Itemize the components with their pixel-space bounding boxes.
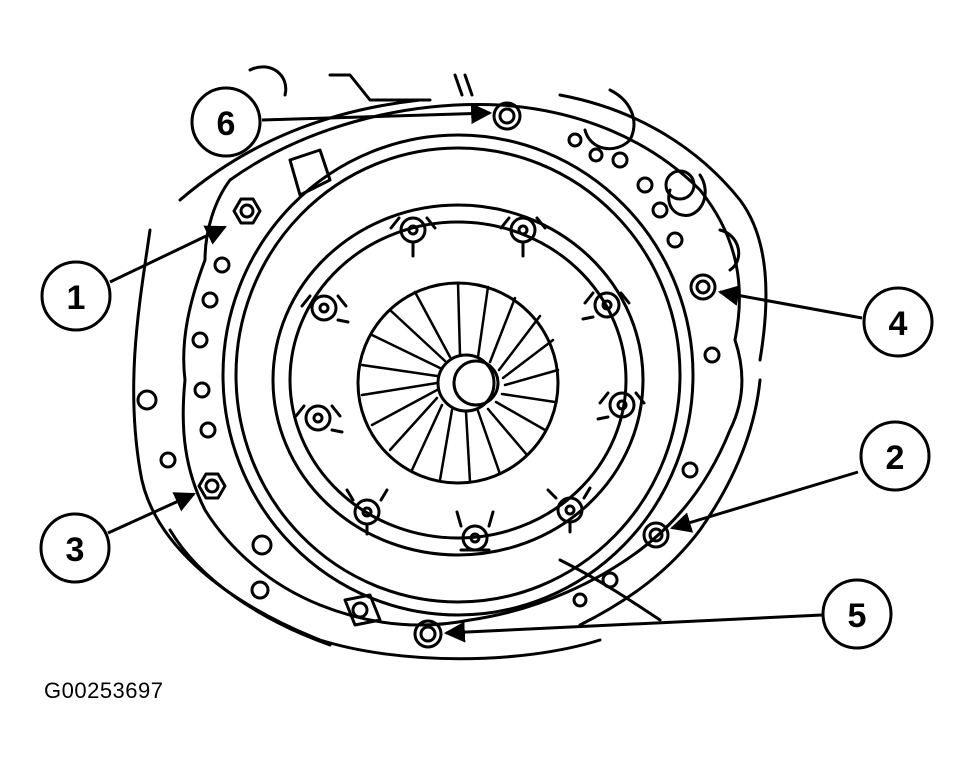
bolt-5 — [413, 619, 443, 649]
callout-4-label: 4 — [889, 305, 908, 343]
diaphragm-spring — [356, 281, 560, 485]
callout-4: 4 — [862, 286, 934, 358]
spring-tabs — [294, 216, 646, 552]
bolt-6 — [492, 101, 522, 131]
flywheel-housing — [132, 65, 768, 661]
bolt-3 — [197, 472, 227, 500]
callout-1-label: 1 — [67, 279, 86, 317]
callout-3-label: 3 — [66, 531, 85, 569]
bolt-2 — [642, 521, 670, 549]
callout-2: 2 — [859, 420, 931, 492]
bolt-1 — [232, 197, 262, 225]
arrow-5 — [443, 613, 823, 643]
arrow-3 — [107, 492, 196, 535]
pressure-plate-cover — [221, 133, 695, 617]
callout-5: 5 — [821, 578, 893, 650]
callout-1: 1 — [40, 260, 112, 332]
bolts — [197, 101, 717, 649]
pressure-plate-flange — [136, 102, 744, 627]
arrow-1 — [109, 225, 227, 284]
callouts: 1 2 3 4 5 6 — [39, 86, 934, 650]
callout-2-label: 2 — [886, 439, 905, 477]
callout-3: 3 — [39, 512, 111, 584]
figure-id: G00253697 — [44, 678, 164, 703]
callout-6-label: 6 — [217, 105, 236, 143]
bolt-4 — [689, 273, 717, 301]
leader-arrows — [107, 103, 863, 643]
arrow-2 — [669, 470, 859, 533]
arrow-6 — [261, 103, 493, 125]
callout-5-label: 5 — [848, 597, 867, 635]
arrow-4 — [717, 285, 863, 320]
callout-6: 6 — [190, 86, 262, 158]
